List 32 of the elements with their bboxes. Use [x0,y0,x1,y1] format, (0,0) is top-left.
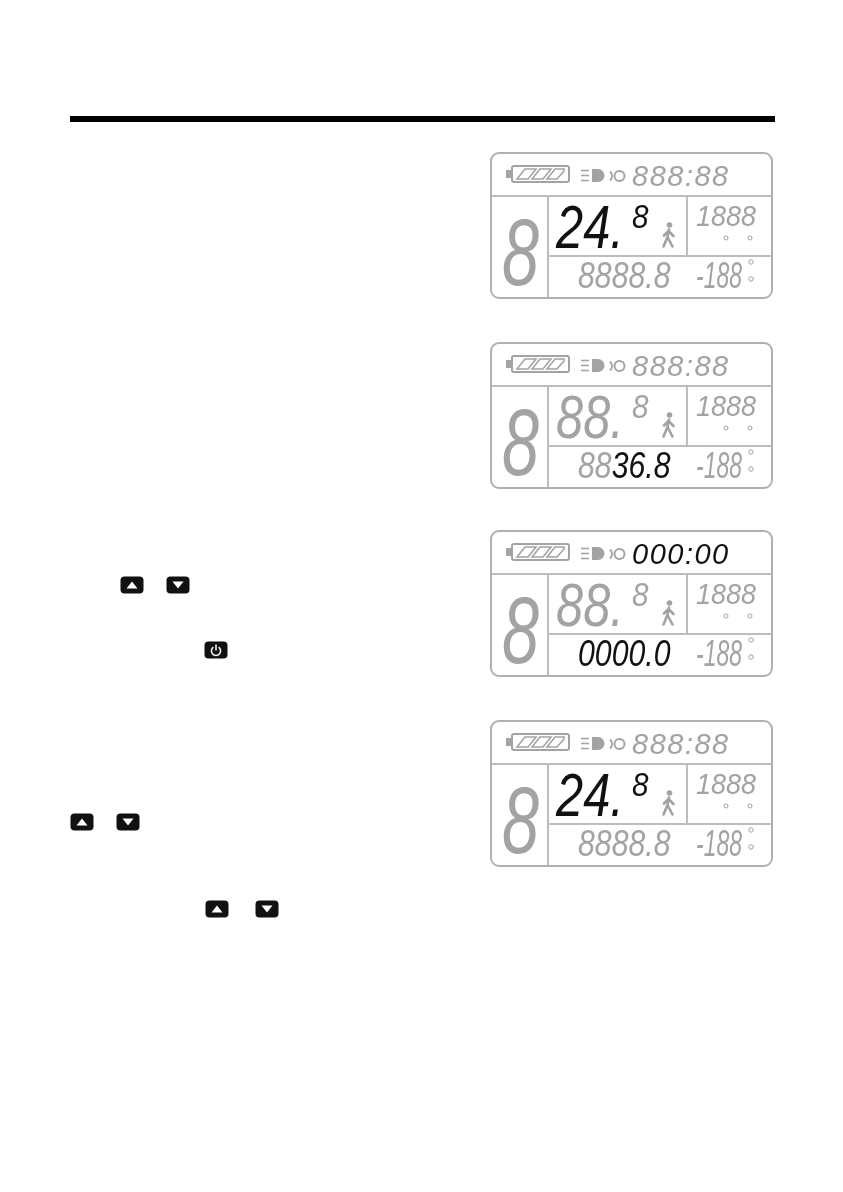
lcd-digits: -188 [696,830,743,859]
large-digit: 8 [502,782,539,858]
lcd-digits: 8 [632,394,649,421]
lcd-digits: 888:88 [632,165,730,189]
lcd-digits: 1888 [696,394,757,418]
lcd-digits: -188 [696,640,743,669]
lcd-digits: 1888 [696,582,757,606]
lcd-digits: 24. [556,203,624,252]
large-digit: 8 [502,214,539,290]
lcd-digits: 8 [632,204,649,231]
lcd-digits: 8888.8 [578,830,671,859]
lcd-display-panel [490,720,773,867]
lcd-digits: 8 [632,582,649,609]
lcd-digits: 8836.8 [578,452,671,481]
lcd-digits: 8888.8 [578,262,671,291]
lcd-display-panel [490,530,773,677]
lcd-digits: 888:88 [632,733,730,757]
lcd-digits: 88. [556,581,624,630]
lcd-digits: -188 [696,452,743,481]
lcd-digits: -188 [696,262,743,291]
lcd-digits: 1888 [696,204,757,228]
lcd-digits: 888:88 [632,355,730,379]
lcd-digits: 000:00 [632,543,730,567]
large-digit: 8 [502,404,539,480]
lcd-digits: 24. [556,771,624,820]
lcd-display-panel [490,342,773,489]
lcd-display-panel [490,152,773,299]
lcd-digits: 88. [556,393,624,442]
lcd-digits: 8 [632,772,649,799]
lcd-digits: 1888 [696,772,757,796]
lcd-digits: 0000.0 [578,640,671,669]
large-digit: 8 [502,592,539,668]
